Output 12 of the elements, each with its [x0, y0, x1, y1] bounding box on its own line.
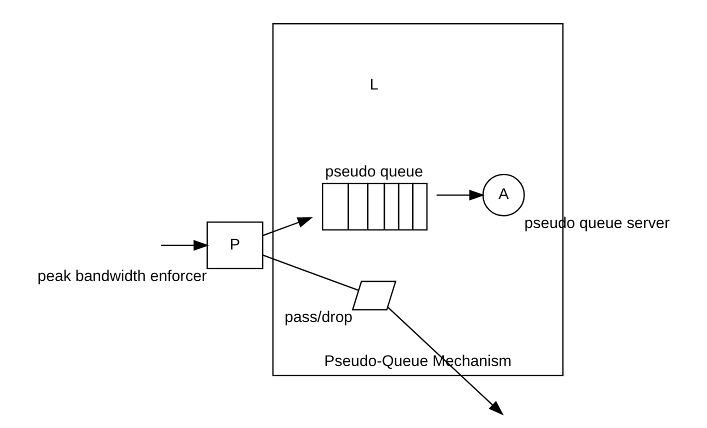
arrow: [262, 217, 313, 236]
node-box: P: [206, 222, 264, 270]
node-switch: [352, 280, 396, 310]
node-label: peak bandwidth enforcer: [38, 268, 207, 285]
node-label: pass/drop: [284, 309, 353, 326]
node-circle: A: [482, 174, 525, 216]
label: L: [370, 76, 378, 94]
node-label: pseudo queue: [325, 164, 424, 181]
arrow: [161, 240, 210, 251]
arrow: [436, 190, 485, 200]
arrow: [388, 306, 504, 416]
connector: [262, 254, 359, 291]
